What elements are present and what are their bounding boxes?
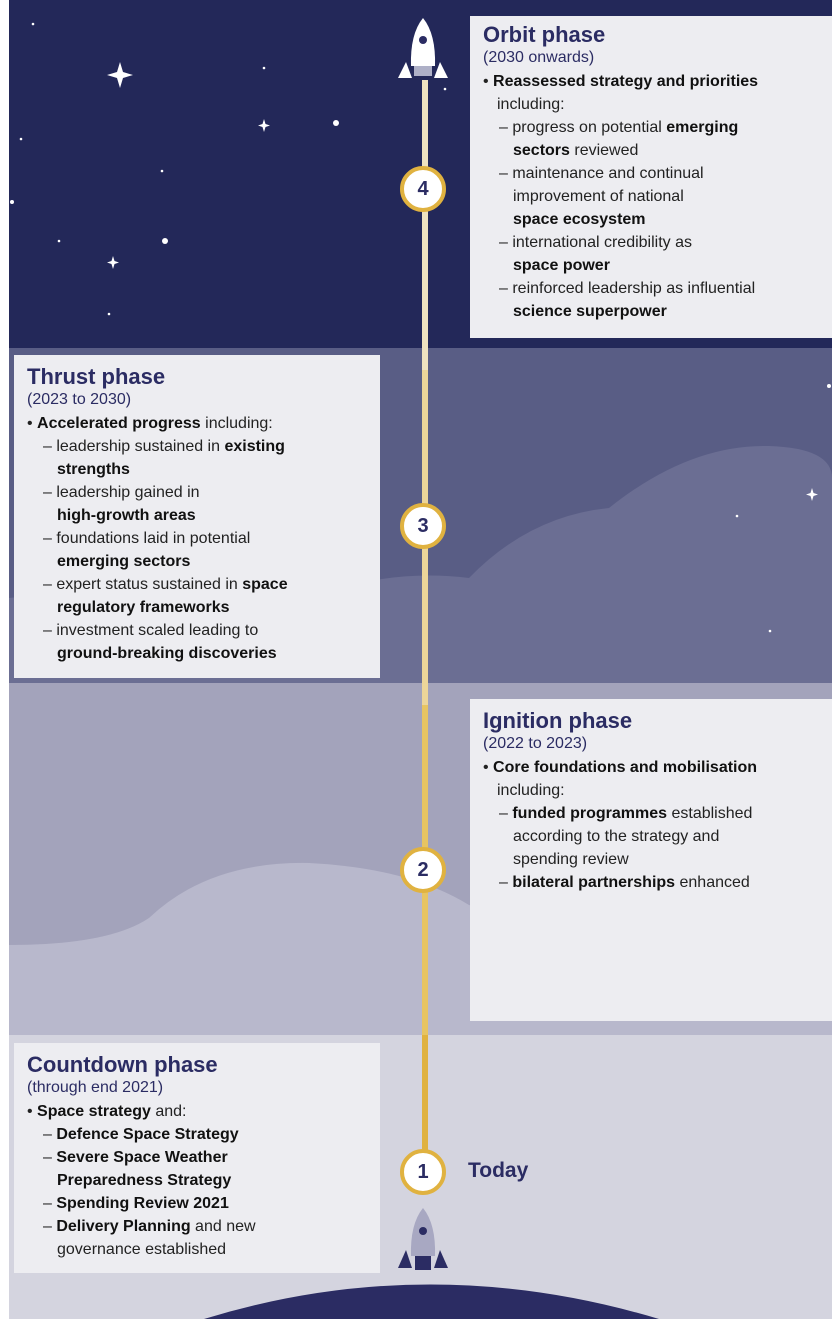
thrust-title: Thrust phase: [27, 364, 166, 389]
orbit-period: (2030 onwards): [483, 49, 595, 66]
countdown-bullet: • Space strategy and:: [27, 1103, 187, 1120]
countdown-title: Countdown phase: [27, 1052, 218, 1077]
thrust-bullet: • Accelerated progress including:: [27, 415, 273, 432]
countdown-item: – Spending Review 2021: [43, 1195, 229, 1212]
thrust-period: (2023 to 2030): [27, 391, 132, 408]
phase-1-marker: 1: [400, 1149, 446, 1195]
planet-horizon: [204, 1284, 659, 1319]
countdown-period: (through end 2021): [27, 1079, 164, 1096]
starfield: [10, 22, 447, 316]
orbit-phase-box: Orbit phase (2030 onwards) • Reassessed …: [470, 16, 832, 338]
rocket-icon-bottom: [398, 1208, 448, 1270]
ignition-phase-box: Ignition phase (2022 to 2023) • Core fou…: [470, 699, 832, 1021]
phase-4-marker: 4: [400, 166, 446, 212]
countdown-phase-box: Countdown phase (through end 2021) • Spa…: [14, 1043, 380, 1273]
phase-3-marker: 3: [400, 503, 446, 549]
orbit-title: Orbit phase: [483, 22, 606, 47]
ignition-title: Ignition phase: [483, 708, 633, 733]
rocket-icon-top: [398, 18, 448, 78]
ignition-item: – bilateral partnerships enhanced: [499, 874, 750, 891]
phase-2-marker: 2: [400, 847, 446, 893]
today-label: Today: [468, 1159, 529, 1182]
ignition-bullet: • Core foundations and mobilisation: [483, 759, 758, 776]
thrust-phase-box: Thrust phase (2023 to 2030) • Accelerate…: [14, 355, 380, 678]
ignition-period: (2022 to 2023): [483, 735, 588, 752]
countdown-item: – Defence Space Strategy: [43, 1126, 239, 1143]
orbit-bullet: • Reassessed strategy and priorities: [483, 73, 759, 90]
